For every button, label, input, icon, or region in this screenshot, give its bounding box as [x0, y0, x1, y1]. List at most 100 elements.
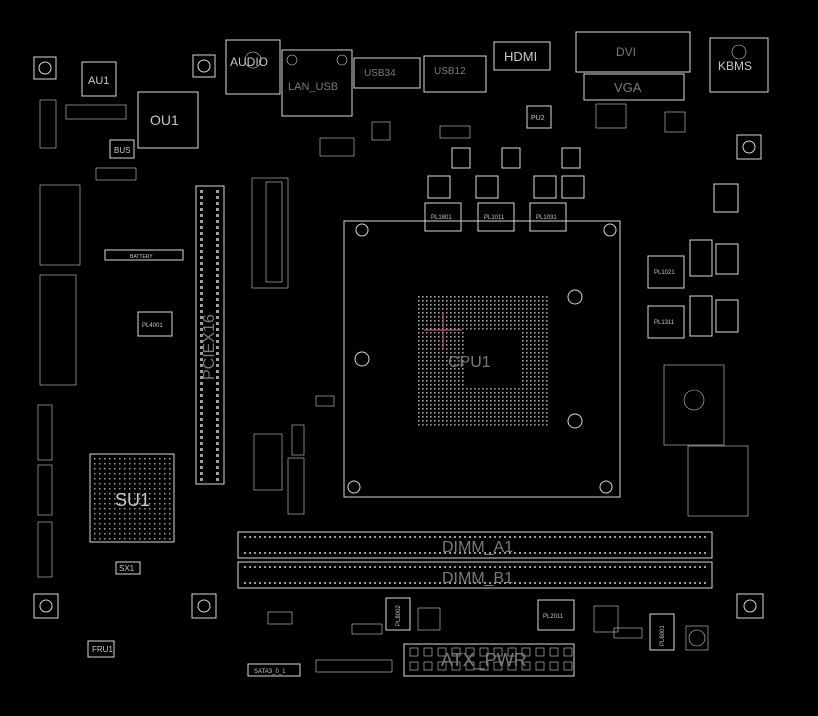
pin	[629, 536, 631, 538]
audio-controller-au1[interactable]: AU1	[81, 61, 117, 97]
io-controller-ou1[interactable]: OU1	[137, 91, 199, 149]
pin	[530, 344, 532, 346]
pin	[479, 582, 481, 584]
pin	[450, 324, 452, 326]
pin	[514, 412, 516, 414]
atx-power-connector[interactable]: ATX_PWR	[403, 643, 575, 677]
usb12-port[interactable]: USB12	[423, 55, 487, 93]
pin	[450, 300, 452, 302]
pin	[449, 552, 451, 554]
pin	[469, 552, 471, 554]
pin	[684, 536, 686, 538]
pin	[462, 396, 464, 398]
pin	[389, 566, 391, 568]
pin	[538, 400, 540, 402]
pin	[534, 356, 536, 358]
crystal-sx1[interactable]: SX1	[115, 561, 141, 575]
pin	[200, 316, 203, 319]
pin	[494, 308, 496, 310]
pin	[694, 552, 696, 554]
pin	[538, 344, 540, 346]
inductor-pl1011[interactable]: PL1011	[477, 202, 515, 232]
pin	[510, 400, 512, 402]
pin	[478, 296, 480, 298]
pin	[451, 647, 461, 657]
pu2-chip[interactable]: PU2	[526, 105, 552, 129]
pin	[462, 392, 464, 394]
pcie-x16-slot[interactable]: PCIEX16	[195, 185, 225, 485]
bus-chip[interactable]: BUS	[109, 139, 135, 159]
pin	[154, 513, 156, 515]
lan-usb-port[interactable]: LAN_USB	[281, 49, 353, 117]
pin	[200, 460, 203, 463]
pin	[144, 533, 146, 535]
pin	[509, 582, 511, 584]
southbridge-su1[interactable]: SU1	[89, 453, 175, 543]
pin	[119, 493, 121, 495]
pin	[486, 404, 488, 406]
cpu-socket[interactable]: CPU1	[343, 220, 621, 498]
pin	[644, 566, 646, 568]
pin	[489, 566, 491, 568]
pin	[510, 312, 512, 314]
pin	[466, 304, 468, 306]
pin	[169, 468, 171, 470]
pin	[614, 582, 616, 584]
audio-jack[interactable]: AUDIO	[225, 39, 281, 95]
inductor-pl1801[interactable]: PL1801	[424, 202, 462, 232]
pin	[684, 582, 686, 584]
pin	[109, 458, 111, 460]
pin	[169, 513, 171, 515]
pin	[498, 392, 500, 394]
inductor-pl2011[interactable]: PL2011	[537, 599, 575, 631]
dimm-slot-a1[interactable]: DIMM_A1	[237, 531, 713, 559]
pin	[450, 332, 452, 334]
usb34-port[interactable]: USB34	[353, 57, 421, 89]
battery[interactable]: BATTERY	[104, 249, 184, 261]
pin	[474, 536, 476, 538]
vga-port[interactable]: VGA	[583, 73, 685, 101]
pin	[446, 424, 448, 426]
kbms-port[interactable]: KBMS	[709, 37, 769, 93]
pin	[442, 400, 444, 402]
pin	[154, 518, 156, 520]
pin	[216, 304, 219, 307]
pin	[609, 536, 611, 538]
pin	[482, 300, 484, 302]
pin	[418, 400, 420, 402]
pin	[546, 300, 548, 302]
pin	[489, 582, 491, 584]
inductor-pl6001[interactable]: PL6001	[649, 613, 675, 651]
pin	[502, 408, 504, 410]
pin	[139, 478, 141, 480]
pin	[139, 518, 141, 520]
pin	[538, 340, 540, 342]
pin	[200, 202, 203, 205]
pin	[109, 508, 111, 510]
hdmi-port[interactable]: HDMI	[493, 41, 551, 71]
sata-connector[interactable]: SATA3_0_1	[247, 663, 301, 677]
svg-text:USB34: USB34	[364, 68, 396, 79]
pin	[200, 274, 203, 277]
inductor-pl1311[interactable]: PL1311	[647, 305, 685, 339]
inductor-pl1021[interactable]: PL1021	[647, 255, 685, 289]
cpu-pin-grid	[418, 296, 548, 426]
pin	[164, 473, 166, 475]
pin	[510, 392, 512, 394]
fru1[interactable]: FRU1	[87, 640, 115, 658]
pin	[264, 536, 266, 538]
pin	[498, 416, 500, 418]
dimm-slot-b1[interactable]: DIMM_B1	[237, 561, 713, 589]
vrm-mosfets-right	[689, 183, 739, 337]
pin	[418, 328, 420, 330]
inductor-pl4001[interactable]: PL4001	[137, 311, 173, 337]
inductor-pl1031[interactable]: PL1031	[529, 202, 567, 232]
dvi-port[interactable]: DVI	[575, 31, 691, 73]
pin	[124, 488, 126, 490]
pin	[534, 364, 536, 366]
pin	[424, 566, 426, 568]
pin	[99, 508, 101, 510]
pin	[534, 420, 536, 422]
inductor-pl8002[interactable]: PL8002	[385, 597, 411, 631]
pin	[418, 308, 420, 310]
